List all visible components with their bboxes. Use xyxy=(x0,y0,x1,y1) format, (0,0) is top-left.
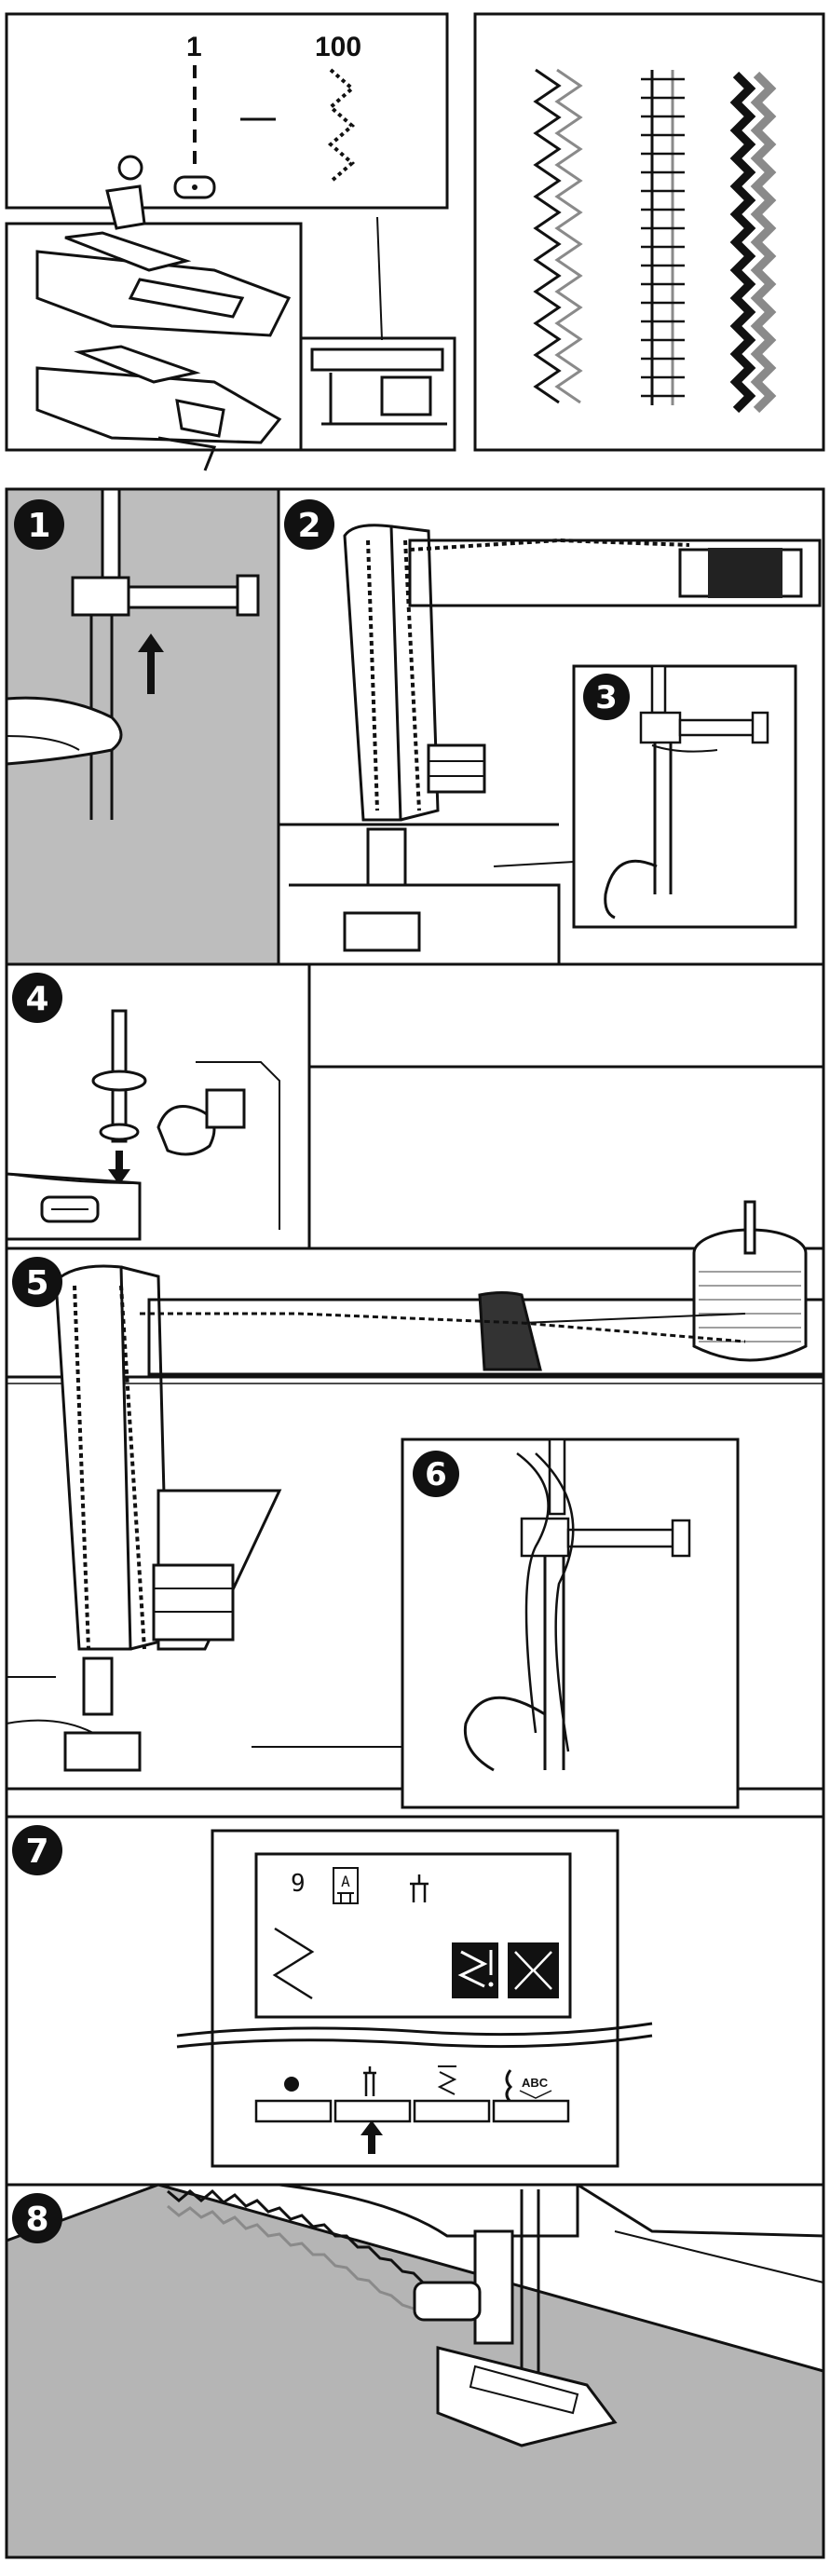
step-7-badge: 7 xyxy=(25,1833,48,1871)
step-3-inset: 3 xyxy=(493,664,797,929)
step-4-panel: 4 xyxy=(5,962,825,1250)
twin-decorative-sample-icon xyxy=(729,71,777,414)
zigzag-icon xyxy=(272,1927,315,2000)
twin-zigzag-stitch-line xyxy=(167,2188,437,2290)
straight-foot-icon xyxy=(35,345,282,471)
button-abc-label: ABC xyxy=(522,2076,549,2090)
twin-needle-icon xyxy=(410,1874,429,1902)
step-4-badge: 4 xyxy=(25,980,48,1018)
stitch-length-max-label: 100 xyxy=(315,32,361,62)
stitch-length-panel: 1 100 xyxy=(5,12,449,210)
twin-straight-sample-icon xyxy=(641,70,685,405)
step-8-panel: 8 xyxy=(5,2183,825,2559)
lcd-presser-foot-code: A xyxy=(341,1873,350,1890)
step-8-badge: 8 xyxy=(25,2201,48,2239)
step-6-inset: 6 xyxy=(252,1438,740,1809)
zigzag-sample-icon xyxy=(327,68,356,184)
step-6-badge: 6 xyxy=(425,1456,447,1493)
button-letters[interactable]: ABC xyxy=(492,2069,570,2123)
fabric xyxy=(5,2183,825,2559)
step-1-badge: 1 xyxy=(27,507,50,545)
letter-abc-icon xyxy=(505,2069,513,2104)
sewing-machine-thumbnail xyxy=(299,216,456,452)
button-dot[interactable] xyxy=(254,2077,333,2123)
twin-zigzag-sample-icon xyxy=(533,68,562,404)
presser-foot-indicator xyxy=(333,1867,359,1904)
up-arrow-icon xyxy=(138,634,164,694)
lcd-stitch-number: 9 xyxy=(291,1870,306,1898)
button-stitch-length[interactable] xyxy=(413,2065,491,2123)
stitch-length-icon xyxy=(437,2065,457,2095)
step-1-panel: 1 xyxy=(5,487,280,966)
step-5-badge: 5 xyxy=(25,1264,48,1302)
step-3-badge: 3 xyxy=(595,679,618,716)
presser-feet-panel xyxy=(5,155,303,471)
button-needle[interactable] xyxy=(333,2066,412,2154)
down-arrow-icon xyxy=(108,1151,130,1185)
hand-icon xyxy=(5,696,123,766)
stitch-length-min-label: 1 xyxy=(186,32,202,62)
needle-icon xyxy=(363,2066,376,2096)
stitch-samples-panel xyxy=(473,12,825,452)
step-2-badge: 2 xyxy=(297,507,320,545)
zigzag-foot-icon xyxy=(35,155,292,337)
up-arrow-icon xyxy=(361,2120,383,2154)
dot-icon xyxy=(284,2077,299,2092)
step-7-panel: 7 9 A xyxy=(5,1815,825,2187)
